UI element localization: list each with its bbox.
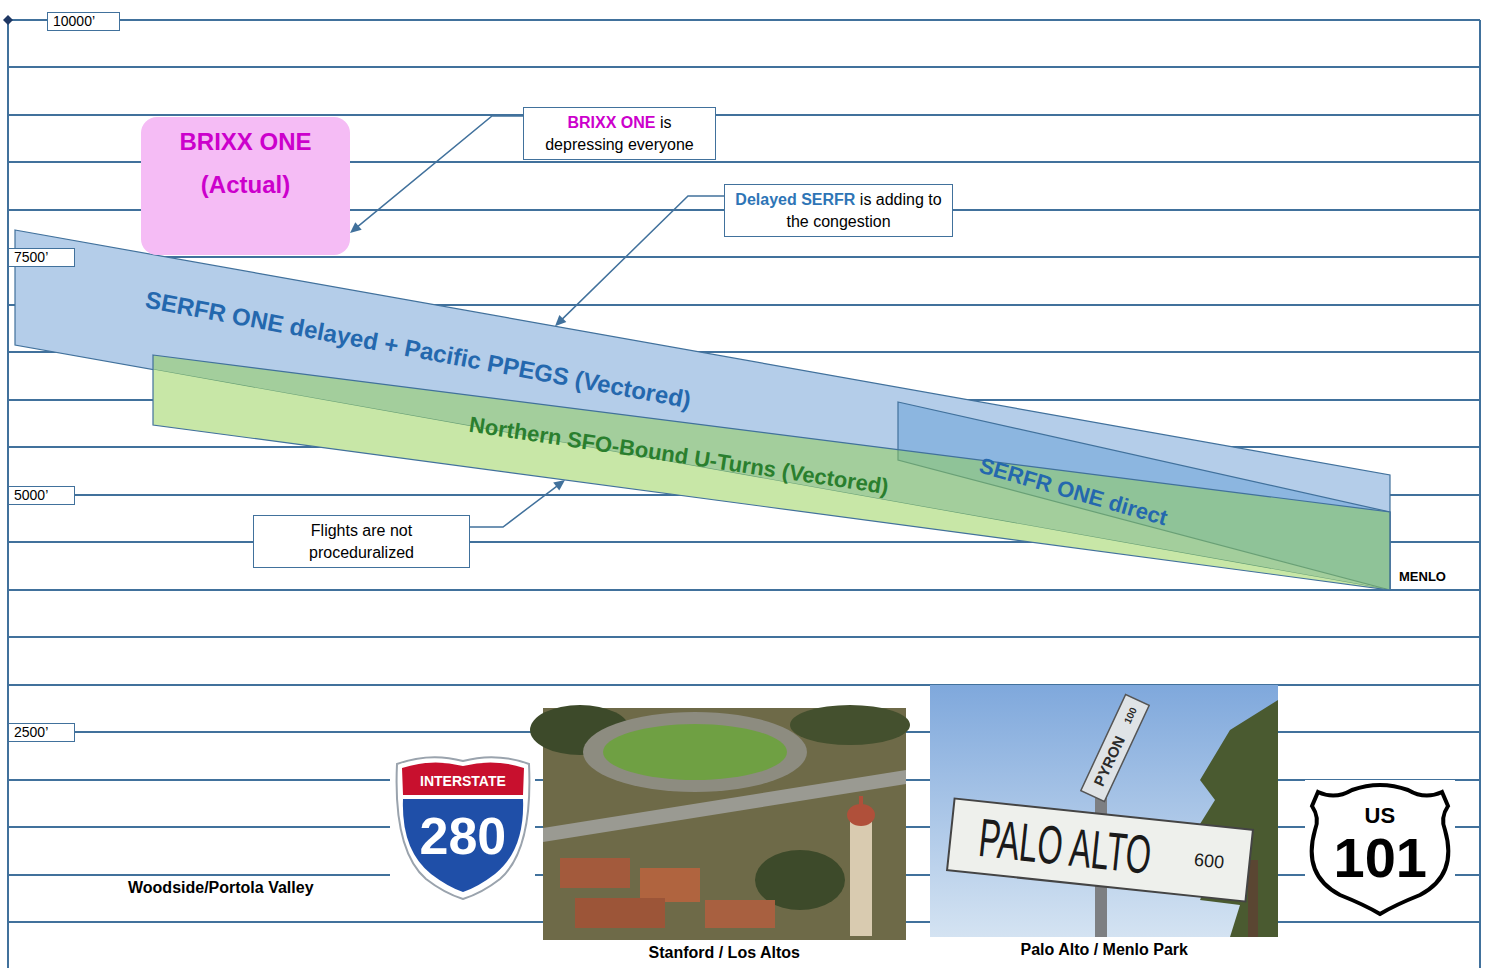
arrow-head <box>350 222 362 233</box>
place-label: Woodside/Portola Valley <box>126 879 316 897</box>
interstate-280-shield <box>390 748 535 899</box>
leader-line <box>561 196 724 321</box>
pyron-sign <box>1081 694 1149 801</box>
stadium-field <box>603 724 787 780</box>
sign-plate <box>1081 694 1149 801</box>
building <box>575 898 665 928</box>
arrow-head <box>555 315 566 326</box>
building <box>560 858 630 888</box>
callout-arrow <box>555 196 724 326</box>
altitude-text: 2500’ <box>14 724 69 741</box>
shield-outline <box>397 757 530 899</box>
route-name: BRIXX ONE (Actual) <box>147 120 344 206</box>
callout-text: Flights are not proceduralized <box>262 520 461 563</box>
callout-box: Delayed SERFR is adding to the congestio… <box>724 184 953 237</box>
place-label: Woodside/Portola Valley <box>126 879 316 897</box>
shield-number: 280 <box>420 808 507 865</box>
sign-text: PYRON <box>1083 753 1136 770</box>
sign-number: 600 <box>1194 852 1224 872</box>
altitude-tag: 10000’ <box>47 12 120 31</box>
shield-bottom <box>403 799 523 892</box>
tower <box>850 818 872 936</box>
band-fill <box>15 230 1390 590</box>
callout-text: Delayed SERFR is adding to the congestio… <box>733 189 944 232</box>
sky <box>930 685 1278 937</box>
altitude-tag: 7500’ <box>8 248 75 267</box>
arrow-head <box>553 480 565 491</box>
sign-text: PALO ALTO <box>921 817 1209 876</box>
tower-dome <box>847 804 875 826</box>
place-label: Palo Alto / Menlo Park <box>1019 941 1190 959</box>
shield-top <box>402 762 524 795</box>
shield-number: 101 <box>1334 827 1427 889</box>
tree-cluster <box>790 705 910 745</box>
altitude-text: 10000’ <box>53 13 114 30</box>
scale-marker <box>3 15 13 25</box>
shield-text: US <box>1365 804 1396 828</box>
building <box>640 868 700 902</box>
waypoint-label: MENLO <box>1397 570 1448 584</box>
leader-line <box>356 116 523 228</box>
shield-number: 101 <box>1334 827 1427 889</box>
altitude-grid <box>8 20 1480 968</box>
sign-text: PALO ALTO <box>976 808 1154 885</box>
place-label: Stanford / Los Altos <box>647 944 802 962</box>
shield-ground <box>390 748 535 897</box>
sign-number: 600 <box>1193 850 1225 873</box>
building <box>705 900 775 928</box>
place-label: Stanford / Los Altos <box>647 944 802 962</box>
shield-number: 280 <box>420 808 507 865</box>
callout-box: BRIXX ONE is depressing everyone <box>523 107 716 160</box>
altitude-tag: 2500’ <box>8 723 75 742</box>
stadium-rim <box>583 712 807 792</box>
sign-number: 100 <box>1121 705 1138 725</box>
stanford-photo <box>530 705 910 940</box>
altitude-text: 5000’ <box>14 487 69 504</box>
place-label: Palo Alto / Menlo Park <box>1019 941 1190 959</box>
us-101-shield <box>1305 780 1455 917</box>
sign-plate <box>947 799 1253 902</box>
sign-text: PYRON <box>1090 733 1127 788</box>
callout-arrow <box>470 480 565 527</box>
shield-outline <box>1312 785 1449 914</box>
callout-text: BRIXX ONE is depressing everyone <box>532 112 707 155</box>
callout-box: Flights are not proceduralized <box>253 515 470 568</box>
callout-arrow <box>350 116 523 233</box>
route-box: BRIXX ONE (Actual) <box>141 117 350 255</box>
shield-text: INTERSTATE <box>420 774 506 789</box>
leader-line <box>470 485 559 527</box>
shield-text: US <box>1365 804 1396 828</box>
tower-spire <box>859 796 863 806</box>
shield-text: INTERSTATE <box>420 774 506 789</box>
altitude-text: 7500’ <box>14 249 69 266</box>
sign-number: 100 <box>1122 710 1139 721</box>
band-fill <box>153 355 1390 590</box>
tree <box>1190 700 1278 937</box>
street-sign-photo <box>930 685 1278 937</box>
waypoint-label: MENLO <box>1397 570 1448 584</box>
palo-alto-sign <box>947 799 1253 902</box>
highlight-word: BRIXX ONE <box>567 114 655 131</box>
highlight-word: Delayed SERFR <box>735 191 855 208</box>
altitude-tag: 5000’ <box>8 486 75 505</box>
shield-ground <box>1305 780 1455 917</box>
